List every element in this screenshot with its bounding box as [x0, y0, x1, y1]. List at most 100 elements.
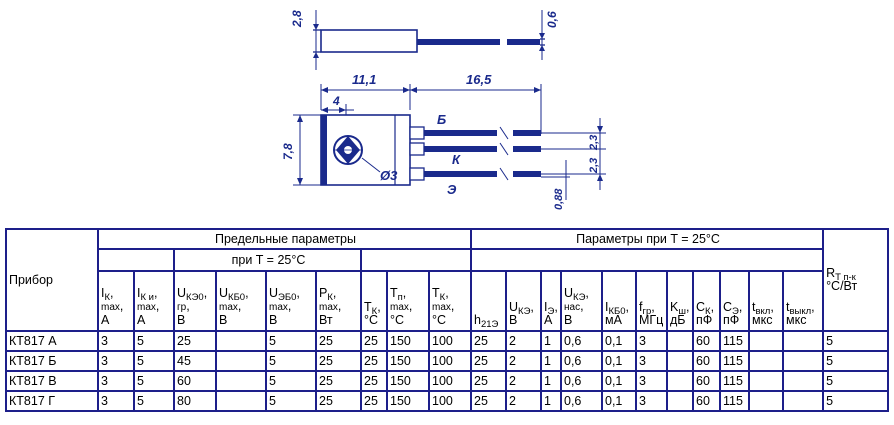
device-cell: КТ817 А: [5, 330, 99, 352]
params-header: Параметры при T = 25°C: [469, 228, 825, 250]
limit-sub-header: при T = 25°C: [173, 248, 362, 272]
column-header: TК,°С: [360, 270, 388, 332]
pin-label-base: Б: [437, 112, 446, 127]
column-header: IКБ0,мА: [601, 270, 637, 332]
side-view-body: [320, 29, 418, 53]
value-cell: 2: [505, 350, 542, 372]
column-header: Kш,дБ: [666, 270, 694, 332]
value-cell: 3: [635, 390, 668, 412]
column-header: CЭ,пФ: [719, 270, 750, 332]
value-cell: 150: [386, 390, 430, 412]
limit-params-header: Предельные параметры: [97, 228, 472, 250]
dim-hole-diameter: Ø3: [380, 168, 398, 183]
value-cell: [666, 330, 694, 352]
value-cell: 25: [470, 370, 507, 392]
value-cell: 60: [692, 390, 721, 412]
value-cell: 25: [315, 350, 362, 372]
value-cell: [215, 390, 267, 412]
value-cell: [781, 370, 825, 392]
value-cell: 100: [428, 370, 472, 392]
lead-emitter: [409, 167, 425, 181]
value-cell: 5: [133, 370, 175, 392]
column-header: IК и,max,А: [133, 270, 175, 332]
value-cell: 150: [386, 350, 430, 372]
value-cell: 45: [173, 350, 217, 372]
value-cell: 115: [719, 330, 750, 352]
value-cell: 0,6: [560, 390, 603, 412]
column-header: PК,max,Вт: [315, 270, 362, 332]
value-cell: [215, 370, 267, 392]
device-cell: КТ817 Б: [5, 350, 99, 372]
dim-lead-thickness: 0,6: [545, 11, 559, 28]
value-cell: 25: [360, 390, 388, 412]
value-cell: 25: [360, 350, 388, 372]
value-cell: 5: [822, 330, 890, 352]
value-cell: 3: [635, 350, 668, 372]
device-cell: КТ817 Г: [5, 390, 99, 412]
column-header: IК,max,А: [97, 270, 135, 332]
value-cell: 60: [692, 330, 721, 352]
value-cell: 3: [97, 390, 135, 412]
value-cell: 100: [428, 330, 472, 352]
value-cell: 115: [719, 350, 750, 372]
value-cell: 115: [719, 370, 750, 392]
value-cell: 25: [470, 390, 507, 412]
value-cell: [666, 350, 694, 372]
value-cell: 5: [822, 350, 890, 372]
value-cell: 0,6: [560, 330, 603, 352]
value-cell: 60: [692, 370, 721, 392]
value-cell: [748, 390, 784, 412]
column-header: h21Э: [470, 270, 507, 332]
column-header: UКЭ,В: [505, 270, 542, 332]
rt-header: RT п-к°С/Вт: [822, 228, 890, 332]
dim-pitch-2: 2,3: [588, 158, 600, 174]
value-cell: 100: [428, 350, 472, 372]
value-cell: 5: [822, 390, 890, 412]
value-cell: 0,1: [601, 350, 637, 372]
lead-base: [409, 126, 425, 140]
value-cell: 25: [470, 330, 507, 352]
value-cell: [666, 390, 694, 412]
value-cell: 25: [315, 370, 362, 392]
value-cell: 3: [97, 370, 135, 392]
side-view-lead-end: [507, 39, 540, 45]
value-cell: 115: [719, 390, 750, 412]
value-cell: [748, 330, 784, 352]
column-header: UКБ0,max,В: [215, 270, 267, 332]
value-cell: 25: [173, 330, 217, 352]
value-cell: 25: [315, 390, 362, 412]
value-cell: 3: [97, 350, 135, 372]
value-cell: 5: [133, 330, 175, 352]
column-header: UЭБ0,max,В: [265, 270, 317, 332]
column-header: Tп,max,°С: [386, 270, 430, 332]
value-cell: 1: [540, 350, 562, 372]
side-view-lead: [417, 39, 500, 45]
value-cell: 5: [265, 370, 317, 392]
value-cell: 0,1: [601, 390, 637, 412]
dim-height: 7,8: [281, 143, 295, 160]
value-cell: 0,1: [601, 330, 637, 352]
dim-thickness: 2,8: [290, 10, 304, 28]
value-cell: 1: [540, 370, 562, 392]
value-cell: 25: [360, 370, 388, 392]
value-cell: 2: [505, 390, 542, 412]
value-cell: 5: [265, 390, 317, 412]
dim-hole-offset: 4: [332, 94, 340, 108]
value-cell: 150: [386, 370, 430, 392]
value-cell: 1: [540, 390, 562, 412]
value-cell: 25: [470, 350, 507, 372]
value-cell: 2: [505, 330, 542, 352]
lead-collector: [409, 142, 425, 156]
value-cell: [666, 370, 694, 392]
value-cell: [781, 330, 825, 352]
dim-lead-length: 16,5: [466, 72, 492, 87]
value-cell: 5: [133, 350, 175, 372]
device-header: Прибор: [5, 228, 99, 332]
column-header: IЭ,А: [540, 270, 562, 332]
value-cell: 1: [540, 330, 562, 352]
column-header: UКЭ,нас,В: [560, 270, 603, 332]
